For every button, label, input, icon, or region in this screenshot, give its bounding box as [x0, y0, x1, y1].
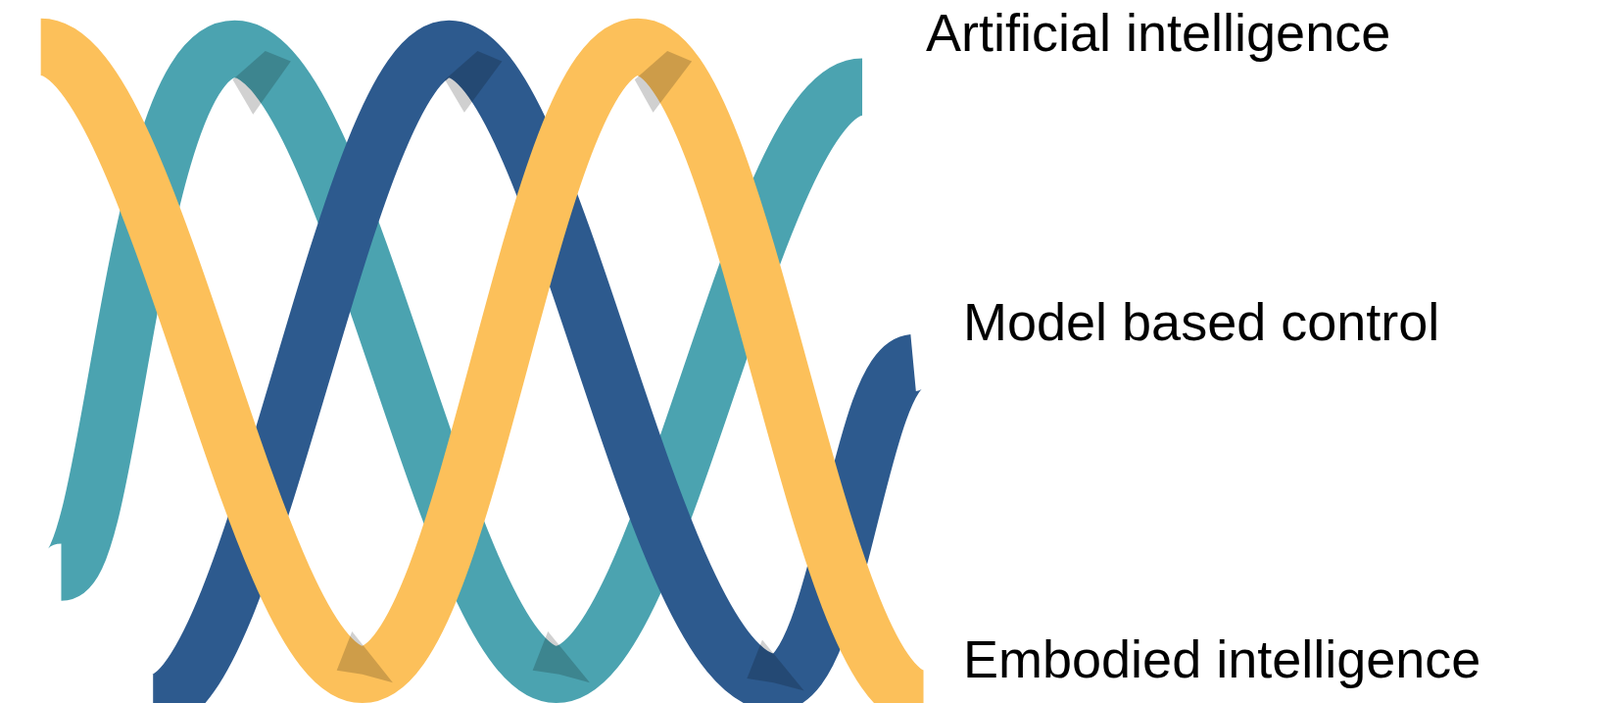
helix-label: Artificial intelligence	[925, 1, 1391, 63]
fold-shade	[634, 50, 692, 113]
fold-shade	[533, 630, 590, 682]
helix-label: Embodied intelligence	[963, 628, 1481, 689]
yellow-ribbon	[41, 47, 924, 699]
fold-shade	[232, 50, 291, 115]
fold-shade	[746, 638, 804, 690]
helix-label: Model based control	[963, 290, 1440, 352]
fold-shade	[337, 630, 393, 682]
fold-shade	[444, 50, 502, 113]
